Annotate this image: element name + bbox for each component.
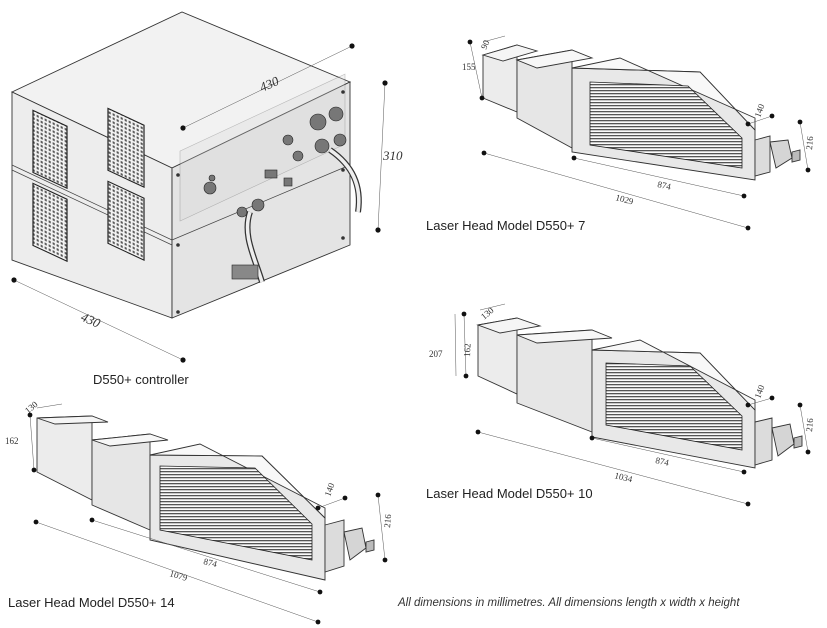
controller-caption: D550+ controller: [93, 372, 189, 387]
connector-cluster: [203, 106, 347, 218]
head-7-overall-length-dim: 1029: [614, 192, 634, 206]
head-14-tube-length-dim: 874: [203, 556, 219, 569]
head-10-exit-height-dim: 216: [804, 417, 815, 432]
head-7-tube-height-dim: 140: [752, 102, 766, 119]
head-14-caption: Laser Head Model D550+ 14: [8, 595, 175, 610]
grille-top-left: [32, 109, 68, 190]
head-10-overall-length-dim: 1034: [614, 470, 634, 484]
grille-bottom-left: [32, 182, 68, 263]
head-10-end-height-dim: 162: [462, 343, 472, 357]
dimensions-note: All dimensions in millimetres. All dimen…: [398, 597, 740, 609]
head-7-caption: Laser Head Model D550+ 7: [426, 218, 586, 233]
head-14-exit-height-dim: 216: [382, 513, 393, 528]
head-14-overall-length-dim: 1079: [168, 568, 189, 583]
head-10-total-height-dim: 207: [429, 349, 443, 359]
head-10-caption: Laser Head Model D550+ 10: [426, 486, 593, 501]
head-7-end-height-dim: 155: [462, 62, 476, 72]
head-10-top-width-dim: 130: [479, 305, 496, 322]
controller-height-dim: 310: [382, 148, 403, 163]
head-14-top-width-dim: 130: [23, 399, 40, 416]
laser-head-7-drawing: 90 155 140 216 874 1029: [462, 35, 815, 231]
head-7-exit-height-dim: 216: [804, 135, 815, 150]
laser-head-10-drawing: 130 162 207 140 216 874 1034: [429, 303, 815, 507]
laser-head-14-drawing: 130 162 140 216 874 1079: [5, 399, 393, 625]
grille-top-right: [107, 107, 145, 189]
controller-width-dim: 430: [79, 309, 103, 331]
controller-drawing: 430 310 430: [10, 11, 403, 363]
grille-bottom-right: [107, 180, 145, 262]
head-10-tube-length-dim: 874: [655, 455, 671, 468]
head-7-tube-length-dim: 874: [657, 179, 673, 192]
controller-depth-dim: 430: [257, 73, 281, 95]
head-14-tube-height-dim: 140: [322, 481, 336, 498]
head-14-end-height-dim: 162: [5, 436, 19, 446]
head-10-tube-height-dim: 140: [752, 383, 766, 400]
